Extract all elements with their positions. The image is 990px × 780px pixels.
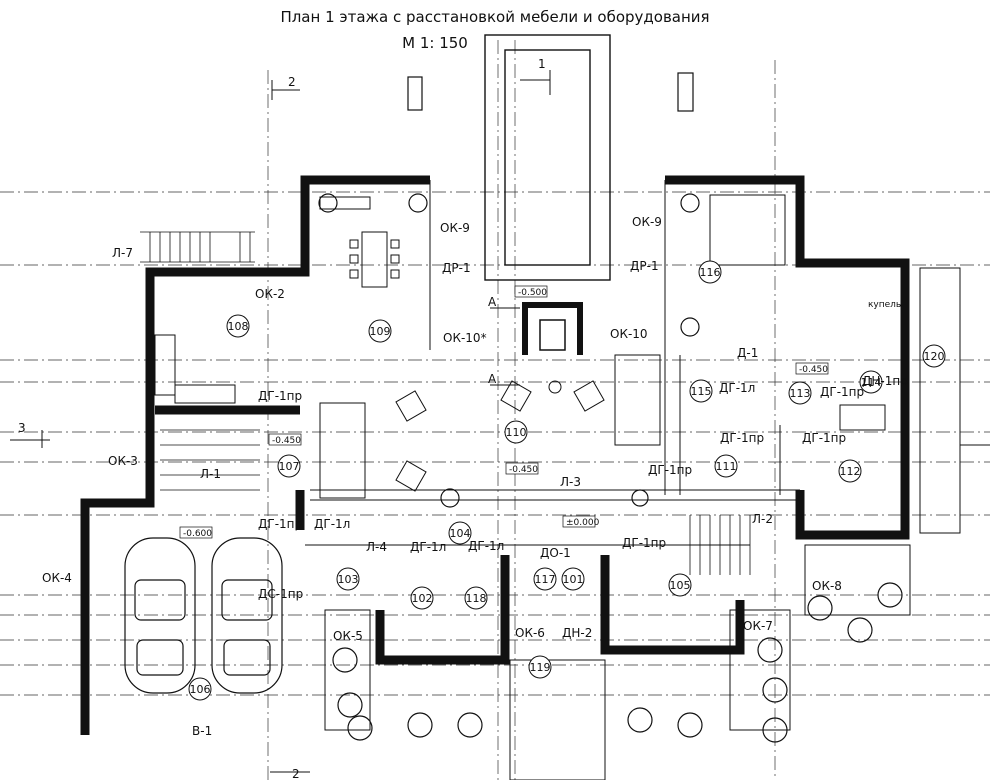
room-120: 120 xyxy=(924,350,945,363)
label-dr-1-right: ДР-1 xyxy=(630,259,659,273)
axis-label-a-top: А xyxy=(488,295,497,309)
axis-markers xyxy=(10,70,990,773)
room-116: 116 xyxy=(700,266,721,279)
label-l-3: Л-3 xyxy=(560,475,581,489)
label-dg-1pr-garage: ДГ-1пр xyxy=(258,517,302,531)
label-v-1: В-1 xyxy=(192,724,212,738)
axis-label-1: 1 xyxy=(538,57,546,71)
label-dg-1l-102: ДГ-1л xyxy=(410,540,446,554)
room-113: 113 xyxy=(790,387,811,400)
label-ok-10-star: ОК-10* xyxy=(443,331,487,345)
label-dg-1pr-corridor: ДГ-1пр xyxy=(648,463,692,477)
label-dg-1l-115: ДГ-1л xyxy=(719,381,755,395)
room-102: 102 xyxy=(412,592,433,605)
label-ds-1pr: ДС-1пр xyxy=(258,587,303,601)
room-markers xyxy=(188,260,946,701)
label-ok-6: ОК-6 xyxy=(515,626,545,640)
axis-label-2-top: 2 xyxy=(288,75,296,89)
axis-label-2-bottom: 2 xyxy=(292,767,300,780)
room-107: 107 xyxy=(279,460,300,473)
label-ok-10: ОК-10 xyxy=(610,327,648,341)
level-mark-hall: ±0.000 xyxy=(566,518,600,528)
stairs xyxy=(140,231,751,575)
level-mark-110-top: -0.500 xyxy=(518,288,547,298)
label-dg-1l-118: ДГ-1л xyxy=(468,539,504,553)
inner-walls xyxy=(305,180,961,780)
label-dr-1-left: ДР-1 xyxy=(442,261,471,275)
walls xyxy=(80,175,910,735)
label-ok-9-left: ОК-9 xyxy=(440,221,470,235)
label-l-2: Л-2 xyxy=(752,512,773,526)
level-mark-garage: -0.600 xyxy=(183,529,212,539)
label-ok-3: ОК-3 xyxy=(108,454,138,468)
label-ok-2: ОК-2 xyxy=(255,287,285,301)
room-112: 112 xyxy=(840,465,861,478)
label-l-7: Л-7 xyxy=(112,246,133,260)
level-mark-113: -0.450 xyxy=(799,365,828,375)
furniture xyxy=(154,194,886,499)
label-dg-1pr-107: ДГ-1пр xyxy=(258,389,302,403)
label-dn-1pr: ДН-1пр xyxy=(862,374,908,388)
label-dg-1pr-113: ДГ-1пр xyxy=(820,385,864,399)
room-115: 115 xyxy=(691,385,712,398)
label-dn-2: ДН-2 xyxy=(562,626,592,640)
label-dg-1l-garage: ДГ-1л xyxy=(314,517,350,531)
label-do-1: ДО-1 xyxy=(540,546,571,560)
axis-label-3: 3 xyxy=(18,421,26,435)
room-104: 104 xyxy=(450,527,471,540)
room-101: 101 xyxy=(563,573,584,586)
garage-cars xyxy=(124,537,283,694)
room-119: 119 xyxy=(530,661,551,674)
room-117: 117 xyxy=(535,573,556,586)
label-dg-1pr-111: ДГ-1пр xyxy=(720,431,764,445)
room-106: 106 xyxy=(190,683,211,696)
room-118: 118 xyxy=(466,592,487,605)
plan-title: План 1 этажа с расстановкой мебели и обо… xyxy=(280,8,710,26)
room-114: 114 xyxy=(861,376,882,389)
label-ok-7: ОК-7 xyxy=(743,619,773,633)
label-dg-1pr-105: ДГ-1пр xyxy=(622,536,666,550)
room-111: 111 xyxy=(716,460,737,473)
label-l-4: Л-4 xyxy=(366,540,387,554)
axis-label-a-bottom: А xyxy=(488,372,497,386)
label-ok-9-right: ОК-9 xyxy=(632,215,662,229)
level-mark-107: -0.450 xyxy=(272,436,301,446)
label-ok-5: ОК-5 xyxy=(333,629,363,643)
label-kupel: купель xyxy=(868,300,901,310)
label-ok-4: ОК-4 xyxy=(42,571,72,585)
plants xyxy=(318,193,903,743)
room-105: 105 xyxy=(670,579,691,592)
plan-scale: М 1: 150 xyxy=(402,34,468,52)
room-109: 109 xyxy=(370,325,391,338)
level-mark-110: -0.450 xyxy=(509,465,538,475)
label-l-1: Л-1 xyxy=(200,467,221,481)
fireplace xyxy=(522,302,583,355)
label-d-1: Д-1 xyxy=(737,346,758,360)
room-103: 103 xyxy=(338,573,359,586)
label-ok-8: ОК-8 xyxy=(812,579,842,593)
pool xyxy=(484,34,611,281)
room-108: 108 xyxy=(228,320,249,333)
room-110: 110 xyxy=(506,426,527,439)
label-dg-1pr-112: ДГ-1пр xyxy=(802,431,846,445)
